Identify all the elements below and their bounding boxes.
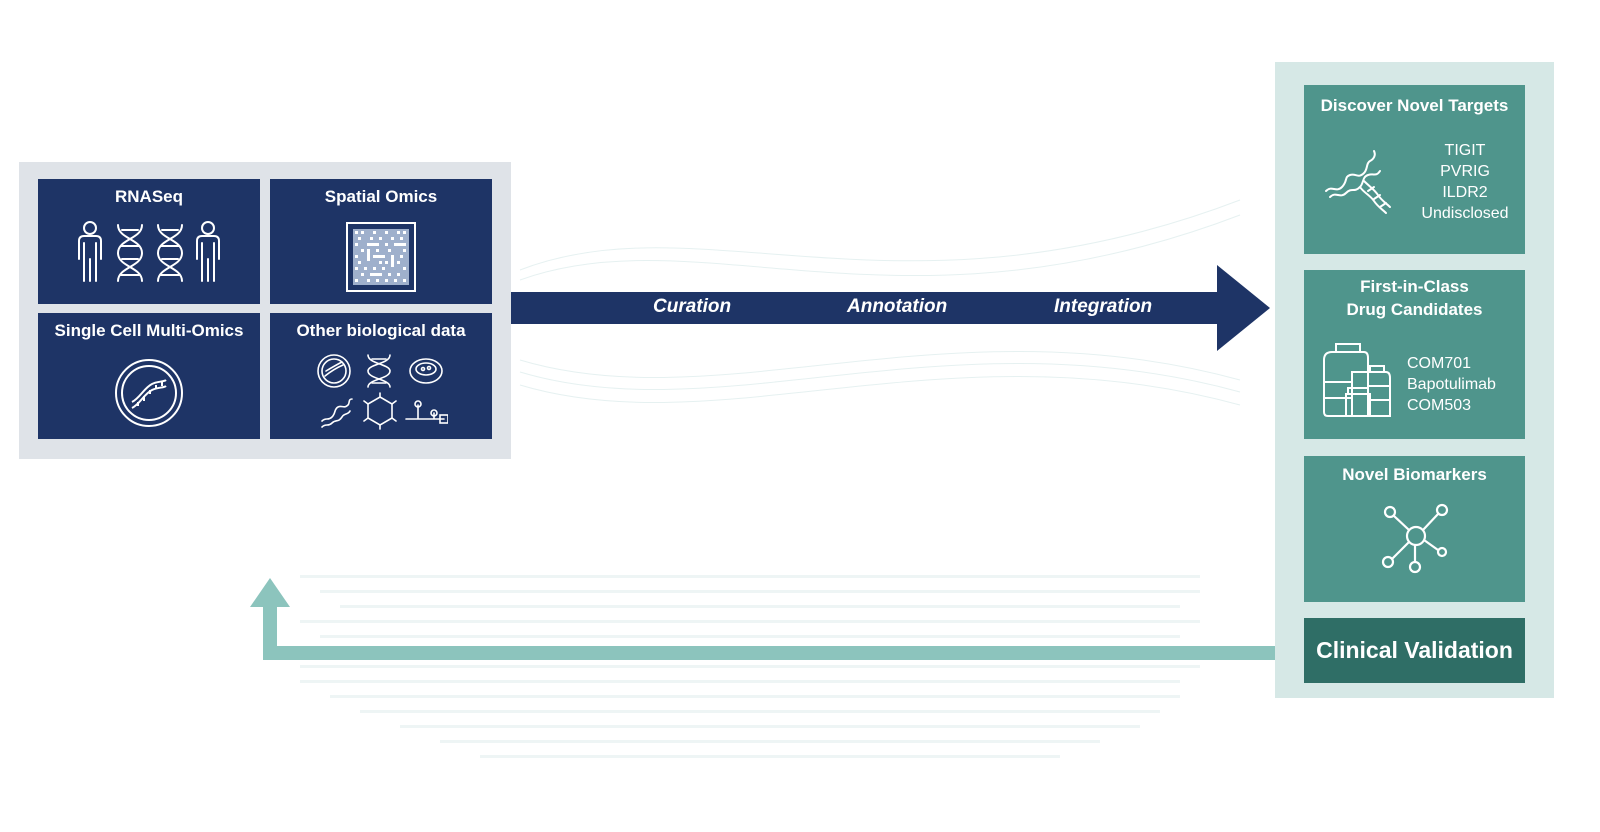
dna-icon [367, 354, 391, 388]
step-integration: Integration [1054, 296, 1153, 317]
target-item: Undisclosed [1421, 205, 1509, 222]
person-icon [78, 221, 102, 282]
target-list: TIGIT PVRIG ILDR2 Undisclosed [1410, 140, 1520, 224]
output-title-line: Drug Candidates [1346, 300, 1483, 319]
clinical-validation: Clinical Validation [1304, 618, 1525, 683]
cell-dna-icon [115, 359, 183, 427]
source-other-biological-data: Other biological data [270, 313, 492, 439]
source-rnaseq: RNASeq [38, 179, 260, 304]
person-icon [196, 221, 220, 282]
pathway-icon [405, 400, 448, 424]
network-node-icon [1381, 503, 1449, 574]
output-novel-biomarkers: Novel Biomarkers [1304, 456, 1525, 602]
dna-icon [116, 224, 144, 282]
other-bio-icons [317, 354, 448, 430]
molecule-icon [363, 392, 397, 430]
rnaseq-icons [78, 221, 220, 282]
source-title: RNASeq [114, 187, 183, 206]
source-title: Single Cell Multi-Omics [54, 321, 244, 340]
protein-icon [321, 398, 353, 428]
source-title: Other biological data [296, 321, 466, 340]
drug-item: COM701 [1407, 355, 1472, 372]
output-drug-candidates: First-in-Class Drug Candidates COM701 Ba… [1304, 270, 1525, 439]
output-title: Novel Biomarkers [1342, 465, 1487, 484]
output-title: Discover Novel Targets [1320, 96, 1509, 115]
output-title-line: First-in-Class [1360, 277, 1469, 296]
drug-candidate-list: COM701 Bapotulimab COM503 [1407, 353, 1496, 416]
target-item: ILDR2 [1442, 184, 1488, 201]
drug-item: Bapotulimab [1407, 376, 1496, 393]
source-spatial-omics: Spatial Omics [270, 179, 492, 304]
dna-icon [156, 224, 184, 282]
protein-helix-icon [1325, 150, 1391, 214]
cell-icon [317, 354, 351, 388]
source-title: Spatial Omics [324, 187, 438, 206]
petri-dish-icon [409, 358, 443, 384]
output-title: First-in-Class Drug Candidates [1304, 275, 1525, 321]
spatial-array-icon [346, 222, 416, 292]
data-sources-panel: RNASeq [19, 162, 511, 459]
output-discover-novel-targets: Discover Novel Targets TIGIT PVRIG ILDR2… [1304, 85, 1525, 254]
step-annotation: Annotation [847, 296, 948, 317]
target-item: TIGIT [1444, 142, 1486, 159]
medicine-bottles-icon [1323, 343, 1391, 417]
drug-item: COM503 [1407, 397, 1472, 414]
step-curation: Curation [653, 296, 732, 317]
source-single-cell-multi-omics: Single Cell Multi-Omics [38, 313, 260, 439]
target-item: PVRIG [1440, 163, 1490, 180]
